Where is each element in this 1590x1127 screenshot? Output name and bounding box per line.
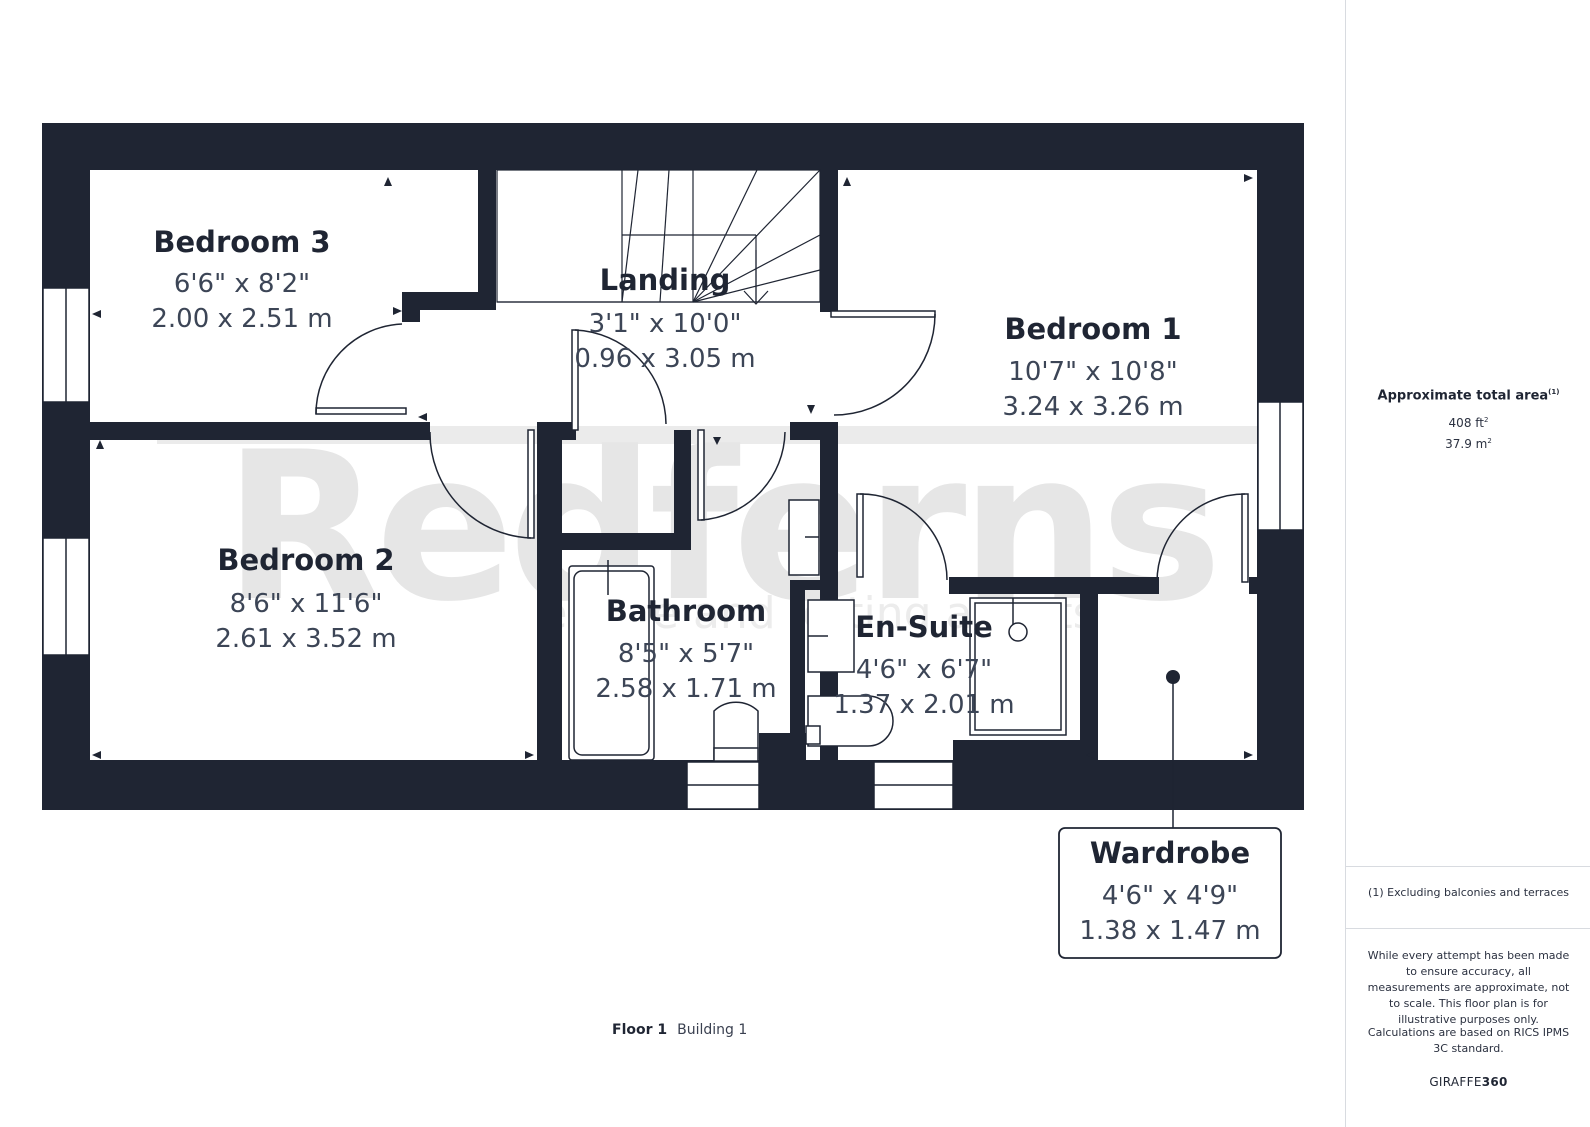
footnote: (1) Excluding balconies and terraces <box>1368 886 1569 899</box>
giraffe360-logo: GIRAFFE360 <box>1346 1075 1590 1089</box>
room-dimensions-imperial: 6'6" x 8'2" <box>174 269 310 299</box>
room-name: Bedroom 3 <box>153 225 330 259</box>
shower-drain <box>1008 622 1028 642</box>
windows <box>42 287 1304 810</box>
toilet-ensuite <box>807 695 894 747</box>
floor-caption: Floor 1 Building 1 <box>612 1022 747 1038</box>
area-title-text: Approximate total area <box>1377 388 1549 404</box>
door-bedroom3 <box>315 323 407 415</box>
room-name: Wardrobe <box>1090 836 1250 870</box>
area-m-unit: 2 <box>1487 437 1492 445</box>
room-dimensions-metric: 3.24 x 3.26 m <box>1002 392 1183 422</box>
room-dimensions-imperial: 3'1" x 10'0" <box>589 309 742 339</box>
exterior-walls <box>42 123 1304 810</box>
room-name: Landing <box>600 263 731 297</box>
room-dimensions-metric: 2.58 x 1.71 m <box>595 674 776 704</box>
room-name: En-Suite <box>855 610 993 644</box>
room-en-suite: En-Suite 4'6" x 6'7" 1.37 x 2.01 m <box>833 610 1014 720</box>
room-dimensions-metric: 1.37 x 2.01 m <box>833 690 1014 720</box>
window-bedroom2 <box>42 537 90 656</box>
door-landing-bathroom <box>697 429 786 521</box>
bathtub-inner <box>573 570 650 756</box>
divider <box>1346 866 1590 867</box>
calculation-note: Calculations are based on RICS IPMS 3C s… <box>1367 1026 1570 1055</box>
room-labels: Bedroom 3 6'6" x 8'2" 2.00 x 2.51 m Land… <box>151 225 1183 720</box>
room-dimensions-imperial: 10'7" x 10'8" <box>1008 357 1177 387</box>
area-square-metres: 37.9 m2 <box>1346 437 1590 451</box>
area-ft-value: 408 ft <box>1448 416 1484 430</box>
window-bedroom3 <box>42 287 90 403</box>
room-name: Bathroom <box>606 594 767 628</box>
door-ensuite <box>856 493 948 581</box>
building-label: Building 1 <box>677 1022 748 1038</box>
area-m-value: 37.9 m <box>1445 437 1488 451</box>
window-ensuite <box>873 761 954 810</box>
room-bedroom-2: Bedroom 2 8'6" x 11'6" 2.61 x 3.52 m <box>215 543 396 654</box>
staircase <box>496 169 821 305</box>
area-square-feet: 408 ft2 <box>1346 416 1590 430</box>
wardrobe-leader <box>1166 670 1180 828</box>
ensuite-fixtures <box>788 499 1067 747</box>
room-bathroom: Bathroom 8'5" x 5'7" 2.58 x 1.71 m <box>595 594 776 704</box>
door-bedroom1 <box>830 310 936 416</box>
room-dimensions-imperial: 4'6" x 6'7" <box>856 655 992 685</box>
wardrobe-callout: Wardrobe 4'6" x 4'9" 1.38 x 1.47 m <box>1058 827 1282 959</box>
area-title-note: (1) <box>1548 388 1560 396</box>
watermark-band <box>157 426 1259 444</box>
dimension-arrows <box>92 174 1253 759</box>
room-name: Bedroom 2 <box>217 543 394 577</box>
area-ft-unit: 2 <box>1483 416 1489 424</box>
door-bathroom <box>571 329 667 431</box>
disclaimer: While every attempt has been made to ens… <box>1367 949 1570 1026</box>
room-dimensions-imperial: 4'6" x 4'9" <box>1102 881 1238 911</box>
door-bedroom2 <box>429 429 535 539</box>
interior-walls <box>90 170 1259 763</box>
info-side-panel: Approximate total area(1) 408 ft2 37.9 m… <box>1345 0 1590 1127</box>
room-bedroom-1: Bedroom 1 10'7" x 10'8" 3.24 x 3.26 m <box>1002 312 1183 422</box>
room-landing: Landing 3'1" x 10'0" 0.96 x 3.05 m <box>574 263 755 374</box>
room-dimensions-metric: 2.61 x 3.52 m <box>215 624 396 654</box>
doors <box>315 310 1249 583</box>
area-title: Approximate total area(1) <box>1346 388 1590 403</box>
floor-plan-drawing: Redferns estate and letting agents <box>42 123 1304 959</box>
brand-prefix: GIRAFFE <box>1429 1075 1482 1089</box>
divider <box>1346 928 1590 929</box>
window-bedroom1 <box>1257 401 1304 531</box>
toilet-bathroom <box>713 701 759 760</box>
room-dimensions-metric: 1.38 x 1.47 m <box>1079 916 1260 946</box>
room-dimensions-imperial: 8'5" x 5'7" <box>618 639 754 669</box>
room-dimensions-metric: 2.00 x 2.51 m <box>151 304 332 334</box>
door-wardrobe <box>1156 493 1249 583</box>
room-dimensions-imperial: 8'6" x 11'6" <box>230 589 383 619</box>
room-name: Bedroom 1 <box>1004 312 1181 346</box>
window-bathroom <box>686 761 760 810</box>
brand-suffix: 360 <box>1481 1075 1508 1089</box>
room-bedroom-3: Bedroom 3 6'6" x 8'2" 2.00 x 2.51 m <box>151 225 332 334</box>
room-dimensions-metric: 0.96 x 3.05 m <box>574 344 755 374</box>
toilet-cistern-bathroom <box>713 747 759 762</box>
bathroom-fixtures <box>568 560 759 762</box>
floor-label: Floor 1 <box>612 1022 668 1038</box>
